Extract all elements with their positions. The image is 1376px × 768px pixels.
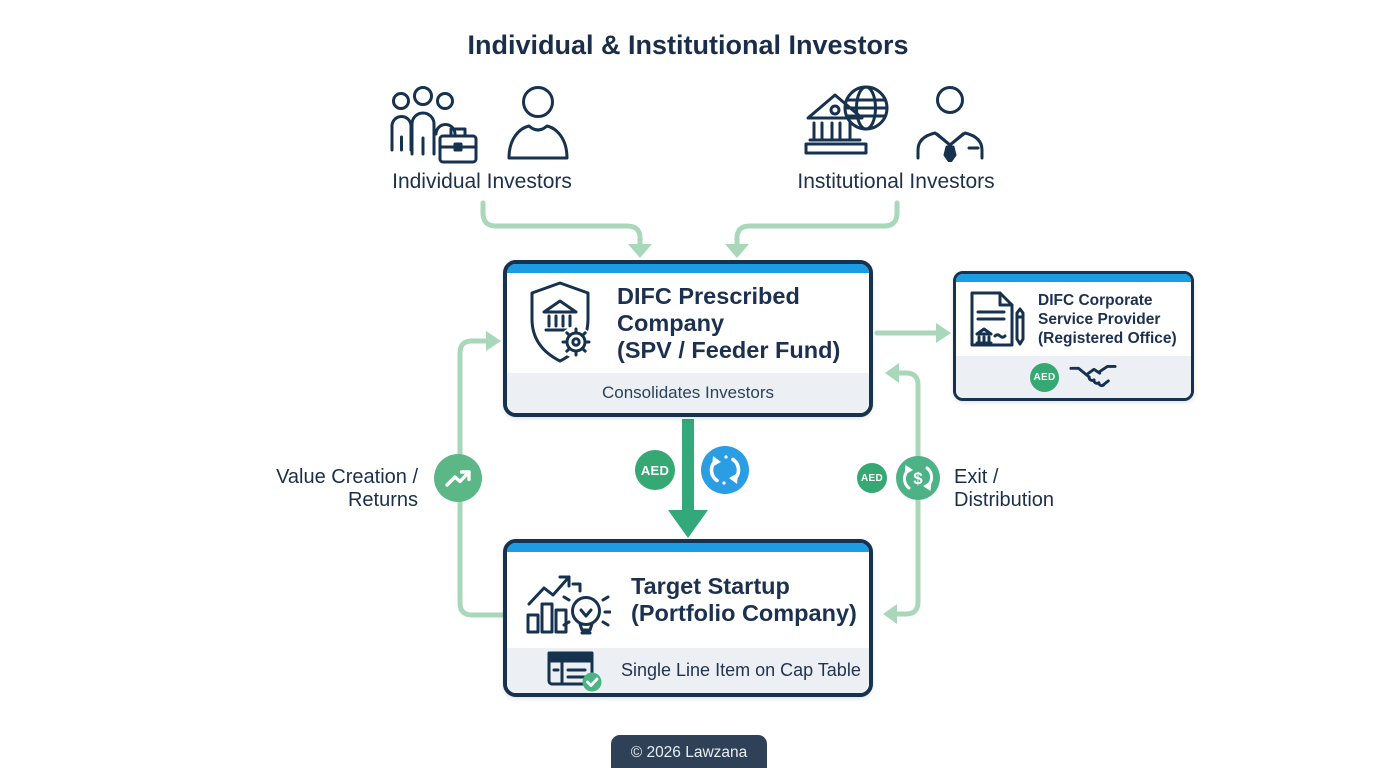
exit-line: Exit / — [954, 466, 999, 488]
handshake-icon — [1069, 365, 1117, 387]
individual-investors-label: Individual Investors — [392, 170, 572, 193]
shield-bank-gear-icon — [530, 281, 592, 363]
csp-title-line: Service Provider — [1038, 310, 1161, 328]
arrowhead — [725, 244, 749, 258]
arrowhead — [885, 363, 899, 383]
spv-box-accent-bar — [507, 264, 869, 273]
exit-distribution-label: Exit / Distribution — [954, 466, 1124, 512]
target-title-line: Target Startup — [631, 573, 790, 599]
csp-title-line: DIFC Corporate — [1038, 291, 1153, 309]
csp-box: DIFC Corporate Service Provider (Registe… — [953, 271, 1194, 401]
arrowhead — [883, 604, 897, 624]
institutional-investors-label: Institutional Investors — [797, 170, 995, 193]
value-creation-line: Returns — [347, 489, 418, 511]
spv-title-line: Company — [617, 309, 725, 336]
target-startup-box: Target Startup (Portfolio Company) Singl… — [503, 539, 873, 697]
value-creation-line: Value Creation / — [276, 466, 418, 488]
arrowhead — [628, 244, 652, 258]
page-title: Individual & Institutional Investors — [467, 30, 909, 60]
aed-badge: AED — [1030, 362, 1059, 392]
dollar-cycle-icon: $ — [896, 456, 940, 500]
businessman-icon — [916, 86, 984, 162]
refresh-cycle-icon — [701, 446, 749, 494]
aed-badge: AED — [857, 463, 887, 493]
csp-box-accent-bar — [956, 274, 1191, 282]
spv-title-line: DIFC Prescribed — [617, 282, 800, 309]
bank-globe-icon — [804, 85, 889, 155]
spv-title-line: (SPV / Feeder Fund) — [617, 336, 841, 363]
spv-footer-note: Consolidates Investors — [507, 373, 869, 413]
target-box-accent-bar — [507, 543, 869, 552]
aed-badge: AED — [635, 450, 675, 490]
cap-table-check-icon — [547, 651, 602, 691]
spv-box: DIFC Prescribed Company (SPV / Feeder Fu… — [503, 260, 873, 417]
trend-up-icon — [434, 454, 482, 502]
arrow-institutional-to-spv — [734, 200, 900, 248]
arrow-individual-to-spv — [480, 200, 643, 248]
arrowhead — [936, 323, 951, 343]
value-creation-label: Value Creation / Returns — [240, 466, 418, 512]
person-icon — [507, 86, 569, 160]
target-footer-note: Single Line Item on Cap Table — [621, 660, 861, 680]
copyright-pill: © 2026 Lawzana — [611, 735, 767, 768]
people-group-briefcase-icon — [390, 86, 478, 164]
target-title-line: (Portfolio Company) — [631, 600, 857, 626]
csp-title-line: (Registered Office) — [1038, 329, 1177, 347]
growth-lightbulb-icon — [526, 575, 611, 635]
document-pen-icon — [970, 291, 1025, 347]
dollar-icon: $ — [913, 469, 923, 488]
exit-line: Distribution — [954, 489, 1055, 511]
arrow-spv-to-target — [668, 419, 708, 538]
arrowhead — [486, 331, 501, 351]
